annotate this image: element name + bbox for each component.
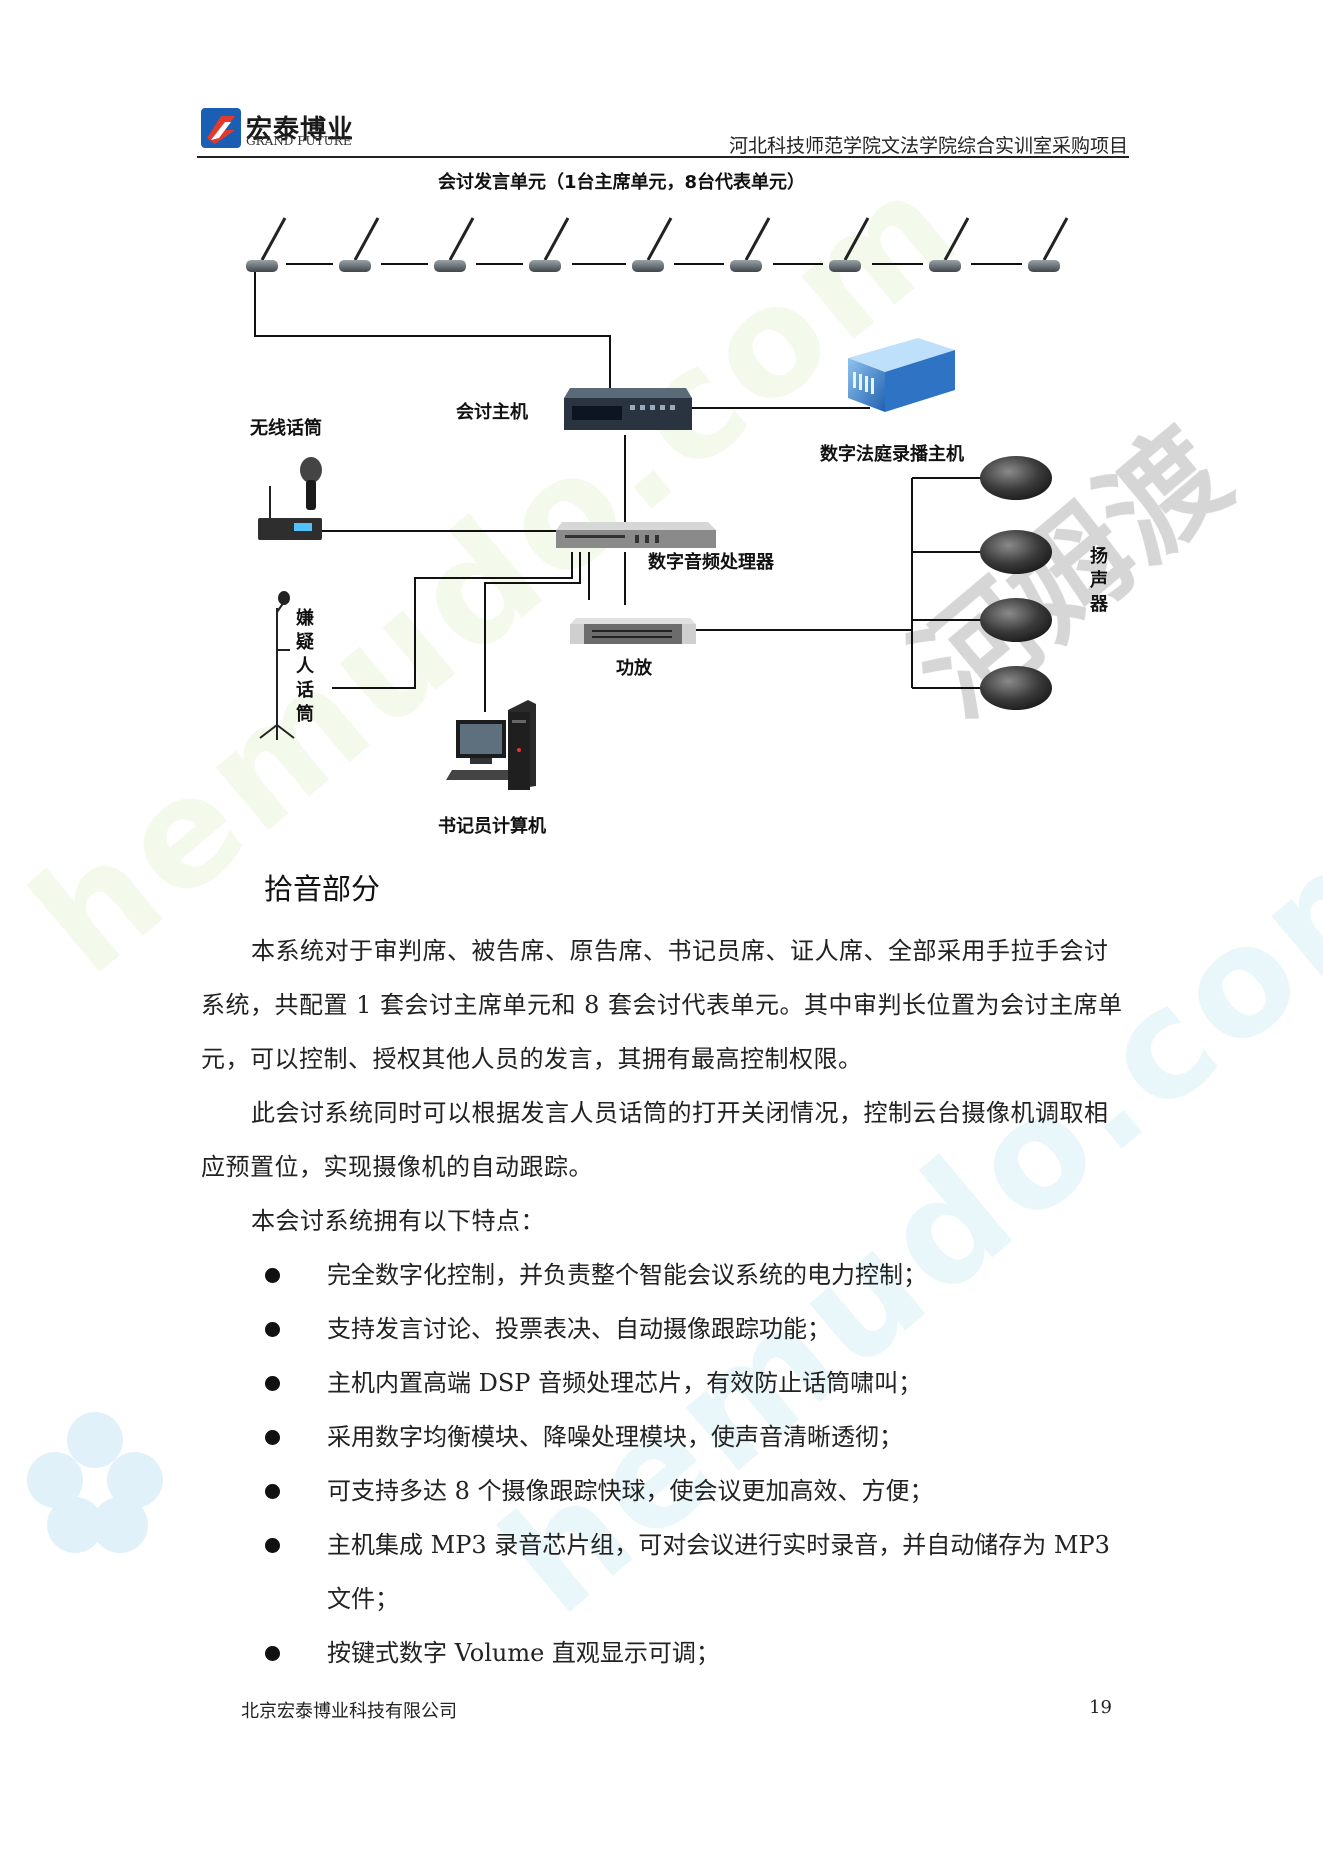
suspect-mic-label-1: 嫌 <box>296 607 314 629</box>
speaker-icon-2 <box>980 530 1052 574</box>
suspect-mic-label-5: 筒 <box>296 703 314 725</box>
logo-text-cn: 宏泰博业 <box>246 115 355 145</box>
delegate-unit-icon-5 <box>730 217 771 272</box>
paragraph-3: 本会讨系统拥有以下特点： <box>251 1207 545 1235</box>
feature-list: 完全数字化控制，并负责整个智能会议系统的电力控制； 支持发言讨论、投票表决、自动… <box>201 1248 1131 1680</box>
audio-processor-icon <box>556 522 716 548</box>
logo-text-en: GRAND FUTURE <box>246 134 352 148</box>
list-item: 按键式数字 Volume 直观显示可调； <box>201 1626 1131 1680</box>
speakers-label-1: 扬 <box>1090 545 1108 567</box>
bullet-dot-icon <box>265 1430 280 1445</box>
amp-label: 功放 <box>616 657 653 679</box>
delegate-unit-icon-6 <box>829 217 870 272</box>
suspect-mic-label-3: 人 <box>296 656 315 677</box>
bullet-dot-icon <box>265 1376 280 1391</box>
bullet-dot-icon <box>265 1322 280 1337</box>
recorder-label: 数字法庭录播主机 <box>820 443 964 465</box>
host-label: 会讨主机 <box>456 401 528 423</box>
diagram-canvas: 会讨发言单元（1台主席单元，8台代表单元） <box>246 171 1109 837</box>
suspect-mic-stand-icon <box>259 591 295 740</box>
speaker-icon-1 <box>980 456 1052 500</box>
company-logo-icon <box>201 108 241 152</box>
clerk-pc-label: 书记员计算机 <box>438 815 546 837</box>
clerk-computer-icon <box>446 700 536 790</box>
footer-company: 北京宏泰博业科技有限公司 <box>241 1701 457 1722</box>
bullet-dot-icon <box>265 1268 280 1283</box>
page-number: 19 <box>1089 1697 1112 1718</box>
wireless-mic-icon <box>258 457 322 540</box>
watermark-flower-icon <box>27 1412 163 1553</box>
delegate-unit-icon-1 <box>339 217 380 272</box>
paragraph-2: 此会讨系统同时可以根据发言人员话筒的打开关闭情况，控制云台摄像机调取相应预置位，… <box>201 1099 1109 1181</box>
suspect-mic-label-4: 话 <box>296 679 314 701</box>
section-title: 拾音部分 <box>264 872 381 906</box>
delegate-unit-icon-2 <box>434 217 475 272</box>
chairman-unit-icon <box>246 217 287 272</box>
connection-lines <box>254 272 982 712</box>
system-diagram: 会讨发言单元（1台主席单元，8台代表单元） <box>0 160 1323 850</box>
speakers-label-3: 器 <box>1089 594 1109 615</box>
delegate-unit-icon-3 <box>529 217 570 272</box>
delegate-unit-icon-4 <box>632 217 673 272</box>
units-title: 会讨发言单元（1台主席单元，8台代表单元） <box>438 171 805 193</box>
bullet-dot-icon <box>265 1646 280 1661</box>
list-item: 采用数字均衡模块、降噪处理模块，使声音清晰透彻； <box>201 1410 1131 1464</box>
delegate-unit-icon-7 <box>929 217 970 272</box>
list-item: 主机集成 MP3 录音芯片组，可对会议进行实时录音，并自动储存为 MP3 文件； <box>201 1518 1131 1626</box>
court-recorder-icon <box>848 338 955 412</box>
wireless-mic-label: 无线话筒 <box>250 417 322 439</box>
speaker-icon-3 <box>980 598 1052 642</box>
speakers-label-2: 声 <box>1089 569 1108 591</box>
suspect-mic-label-2: 疑 <box>296 632 314 653</box>
delegate-unit-icon-8 <box>1028 217 1069 272</box>
conference-host-icon <box>564 388 692 430</box>
bullet-dot-icon <box>265 1538 280 1553</box>
list-item: 完全数字化控制，并负责整个智能会议系统的电力控制； <box>201 1248 1131 1302</box>
conference-units <box>246 217 1069 272</box>
list-item: 主机内置高端 DSP 音频处理芯片，有效防止话筒啸叫； <box>201 1356 1131 1410</box>
list-item: 可支持多达 8 个摄像跟踪快球，使会议更加高效、方便； <box>201 1464 1131 1518</box>
amplifier-icon <box>570 618 696 644</box>
dsp-label: 数字音频处理器 <box>648 551 775 573</box>
paragraph-1: 本系统对于审判席、被告席、原告席、书记员席、证人席、全部采用手拉手会讨系统，共配… <box>201 937 1123 1073</box>
list-item: 支持发言讨论、投票表决、自动摄像跟踪功能； <box>201 1302 1131 1356</box>
document-header-title: 河北科技师范学院文法学院综合实训室采购项目 <box>728 135 1128 157</box>
speaker-icon-4 <box>980 666 1052 710</box>
header-divider <box>197 156 1129 158</box>
bullet-dot-icon <box>265 1484 280 1499</box>
